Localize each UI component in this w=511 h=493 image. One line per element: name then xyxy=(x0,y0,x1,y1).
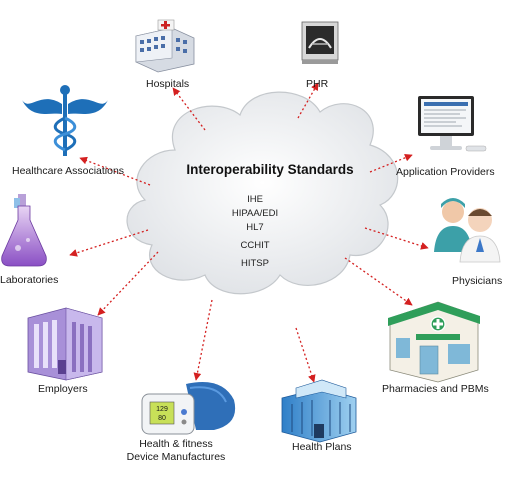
label-physicians: Physicians xyxy=(452,275,503,287)
standard-hitsp: HITSP xyxy=(241,258,269,269)
standard-hipaa-edi: HIPAA/EDI xyxy=(231,208,279,219)
connector-device-manufactures xyxy=(193,299,213,381)
device-screen-line1: 129 xyxy=(156,406,168,413)
connectors xyxy=(69,82,429,383)
label-device-manufactures-line2: Device Manufactures xyxy=(126,451,226,463)
standard-hl7: HL7 xyxy=(246,222,264,233)
connector-physicians xyxy=(364,227,429,250)
connector-laboratories xyxy=(69,229,149,257)
lab-flask-icon xyxy=(1,194,47,267)
cloud-title: Interoperability Standards xyxy=(186,162,354,177)
label-application-providers: Application Providers xyxy=(396,166,495,178)
office-building-icon xyxy=(27,307,103,381)
label-healthcare-associations: Healthcare Associations xyxy=(12,165,125,177)
connector-health-plans xyxy=(295,327,316,383)
standards-cloud xyxy=(126,91,399,295)
label-pharmacies: Pharmacies and PBMs xyxy=(382,383,489,395)
label-employers: Employers xyxy=(38,383,88,395)
label-device-manufactures-line1: Health & fitness xyxy=(139,438,213,450)
standard-cchit: CCHIT xyxy=(240,240,270,251)
hospital-building-icon xyxy=(135,19,195,73)
doctors-icon xyxy=(434,198,501,263)
connector-employers xyxy=(97,251,159,316)
caduceus-icon xyxy=(22,85,108,156)
office-tower-icon xyxy=(281,379,357,443)
connector-application-providers xyxy=(369,154,413,173)
connector-healthcare-associations xyxy=(79,156,151,186)
label-laboratories: Laboratories xyxy=(0,274,59,286)
label-health-plans: Health Plans xyxy=(292,441,352,453)
xray-viewer-icon xyxy=(301,21,339,64)
pharmacy-store-icon xyxy=(388,301,480,383)
computer-monitor-icon xyxy=(418,96,487,152)
connector-pharmacies xyxy=(344,257,413,306)
blood-pressure-monitor-icon: 129 80 xyxy=(141,382,236,435)
standard-ihe: IHE xyxy=(247,194,263,205)
device-screen-line2: 80 xyxy=(158,415,166,422)
label-phr: PHR xyxy=(306,78,329,90)
label-hospitals: Hospitals xyxy=(146,78,190,90)
